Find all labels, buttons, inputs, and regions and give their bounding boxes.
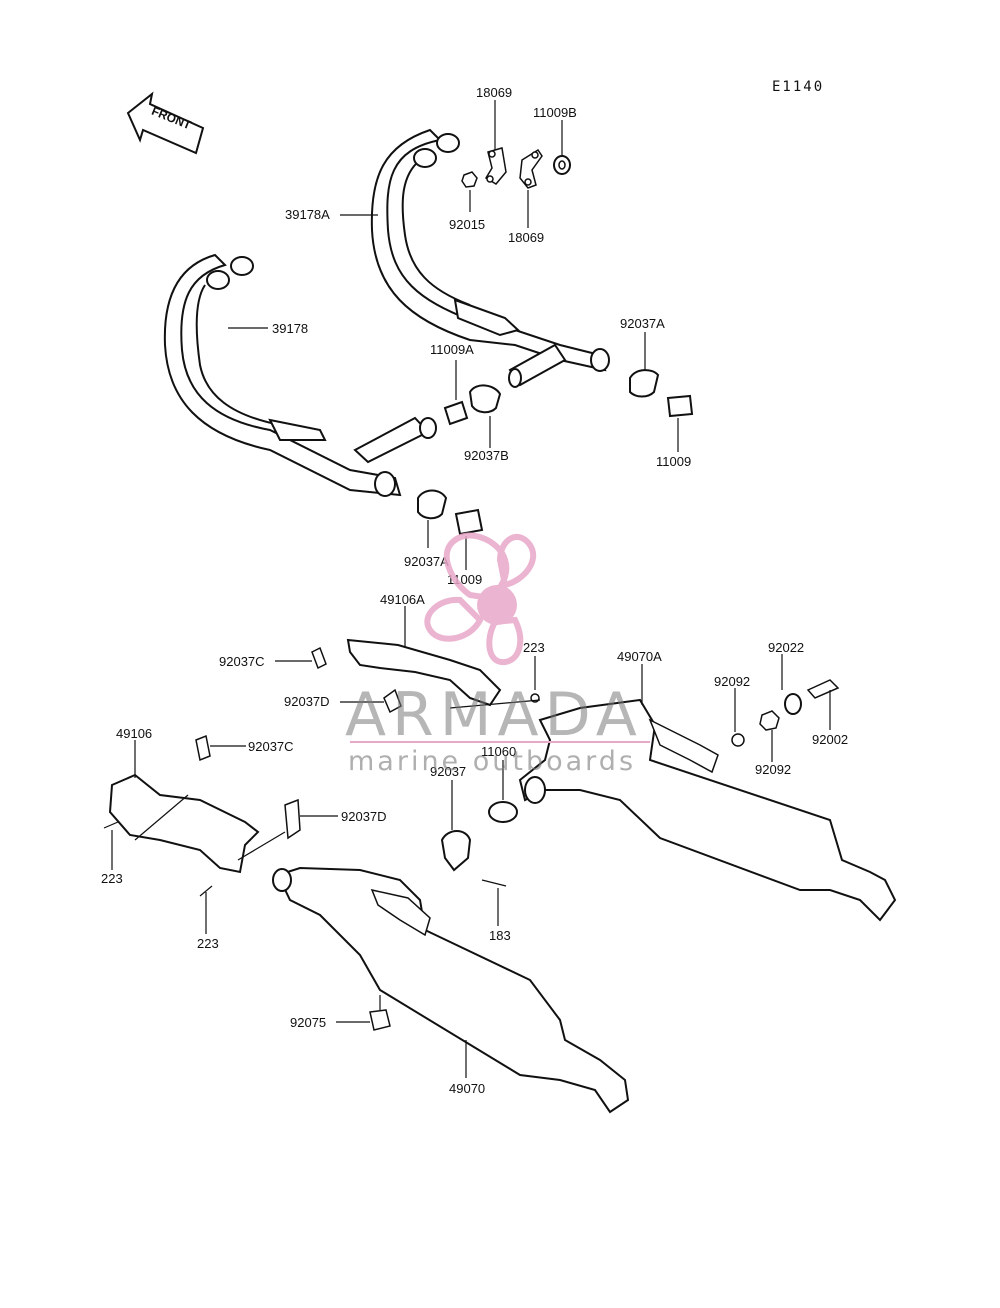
muffler-49070A xyxy=(518,698,897,922)
clamp-92037A-mid xyxy=(417,489,448,520)
gasket-11060 xyxy=(488,801,518,823)
watermark-propeller-icon xyxy=(424,532,537,665)
clamp-92037B xyxy=(468,384,502,414)
label-92092-bottom: 92092 xyxy=(755,762,791,777)
washer-92022 xyxy=(784,693,802,715)
bracket-18069-bottom xyxy=(519,148,543,189)
muffler-49070 xyxy=(272,866,630,1114)
washer-92092-top xyxy=(731,733,745,747)
diagram-code: E1140 xyxy=(772,79,824,95)
gasket-11009A xyxy=(443,400,469,426)
label-49106A: 49106A xyxy=(380,592,425,607)
label-92037C-top: 92037C xyxy=(219,654,265,669)
cover-49106 xyxy=(108,773,260,874)
label-39178: 39178 xyxy=(272,321,308,336)
nut-92015 xyxy=(461,171,478,188)
nut-92092-bottom xyxy=(759,710,780,731)
header-pipe-39178 xyxy=(163,253,437,497)
gasket-11009-mid xyxy=(454,508,484,536)
label-92092-top: 92092 xyxy=(714,674,750,689)
label-92075: 92075 xyxy=(290,1015,326,1030)
label-18069-top: 18069 xyxy=(476,85,512,100)
label-92037B: 92037B xyxy=(464,448,509,463)
label-92037: 92037 xyxy=(430,764,466,779)
label-92037C-left: 92037C xyxy=(248,739,294,754)
clip-92037C-left xyxy=(195,734,211,762)
label-223-left: 223 xyxy=(101,871,123,886)
label-92015: 92015 xyxy=(449,217,485,232)
grommet-92075 xyxy=(369,1009,391,1031)
label-49070: 49070 xyxy=(449,1081,485,1096)
label-92037D-top: 92037D xyxy=(284,694,330,709)
clip-92037D-top xyxy=(383,688,402,714)
bolt-92002 xyxy=(806,679,840,699)
watermark-tagline: marine outboards xyxy=(348,746,636,777)
gasket-11009B-hole xyxy=(558,160,566,170)
label-92037D-left: 92037D xyxy=(341,809,387,824)
label-49070A: 49070A xyxy=(617,649,662,664)
label-18069-bottom: 18069 xyxy=(508,230,544,245)
gasket-11009-right xyxy=(666,394,694,418)
label-39178A: 39178A xyxy=(285,207,330,222)
clamp-92037 xyxy=(440,830,472,872)
label-92022: 92022 xyxy=(768,640,804,655)
label-92037A-right: 92037A xyxy=(620,316,665,331)
label-223-bottom: 223 xyxy=(197,936,219,951)
header-pipe-39178A xyxy=(370,128,610,388)
screw-223-left xyxy=(103,821,119,829)
screw-223-bottom xyxy=(199,885,213,897)
label-11009B: 11009B xyxy=(533,105,577,120)
label-183: 183 xyxy=(489,928,511,943)
bracket-18069-top xyxy=(484,147,507,185)
bolt-183 xyxy=(481,879,507,887)
watermark-brand: ARMADA xyxy=(345,680,643,750)
label-92037A-mid: 92037A xyxy=(404,554,449,569)
clip-92037C-top xyxy=(311,646,327,670)
label-11060: 11060 xyxy=(481,744,516,759)
front-arrow-icon: FRONT xyxy=(126,91,205,155)
label-11009-right: 11009 xyxy=(656,454,691,469)
clamp-92037A-right xyxy=(629,369,660,398)
label-223-mid: 223 xyxy=(523,640,545,655)
clip-92037D-left xyxy=(284,798,301,840)
leader-lines xyxy=(111,100,831,1078)
label-92002: 92002 xyxy=(812,732,848,747)
cover-49106A xyxy=(346,638,502,707)
label-11009A: 11009A xyxy=(430,342,474,357)
label-49106: 49106 xyxy=(116,726,152,741)
